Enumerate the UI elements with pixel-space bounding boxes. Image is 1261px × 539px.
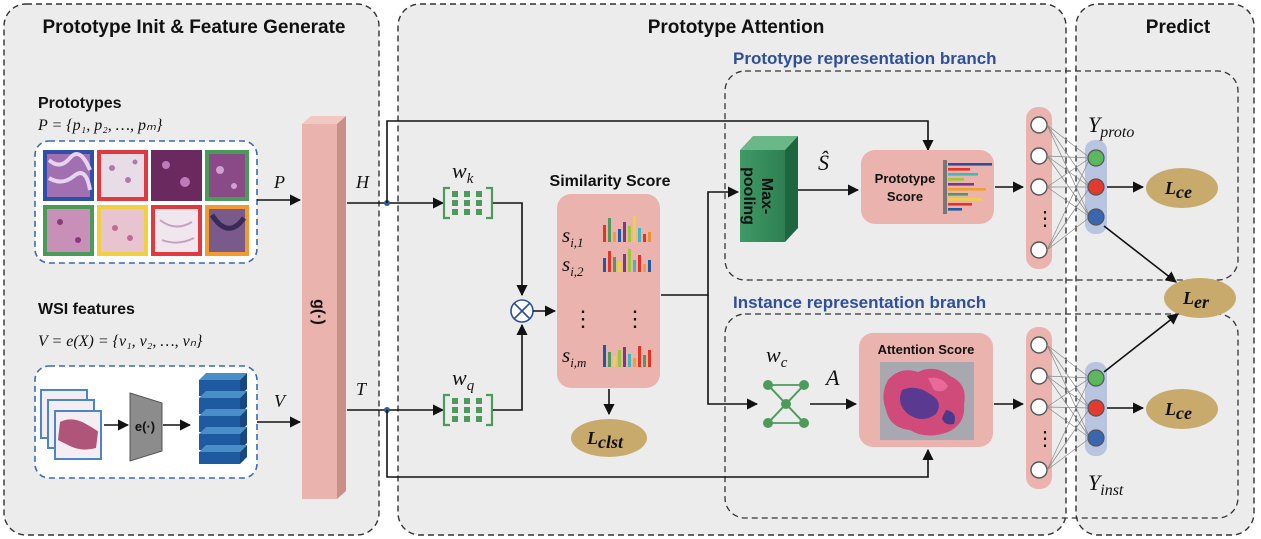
- inst-nodes-vdots: ⋮: [1035, 428, 1055, 450]
- mlp-icon: [763, 380, 809, 428]
- similarity-bars-2: [603, 249, 651, 272]
- wk-label: wk: [452, 158, 474, 187]
- s-hat-label: Ŝ: [818, 150, 829, 175]
- loss-ce-proto-label: Lce: [1164, 178, 1192, 202]
- loss-ce-inst: [1146, 389, 1218, 429]
- vdots-left: ⋮: [572, 306, 594, 331]
- maxpool-label: Max-pooling: [740, 167, 775, 225]
- label-t: T: [356, 379, 368, 399]
- s2-label: si,2: [562, 252, 584, 279]
- label-h: H: [355, 172, 370, 192]
- generator-label: g(·): [310, 299, 327, 325]
- inst-output-nodes: [1087, 369, 1105, 447]
- proto-nodes-vdots: ⋮: [1035, 208, 1055, 230]
- inst-nodes: [1030, 336, 1048, 479]
- prototypes-title: Prototypes: [38, 95, 122, 112]
- similarity-box: [557, 194, 660, 388]
- feature-stack-icon: [199, 373, 247, 464]
- panel-attention: [397, 3, 1067, 536]
- y-inst-label: Yinst: [1088, 470, 1124, 499]
- encoder-icon: e(·): [129, 392, 163, 462]
- weight-matrix-k-icon: [442, 186, 494, 220]
- similarity-bars-1: [603, 216, 651, 242]
- maxpool-cube: Max-pooling: [740, 136, 798, 242]
- wsi-title: WSI features: [38, 301, 135, 318]
- wsi-slides-icon: [40, 389, 102, 460]
- inst-connections: [1046, 344, 1091, 471]
- s1-label: si,1: [562, 223, 584, 250]
- loss-er: [1164, 278, 1236, 318]
- a-label: A: [824, 365, 840, 390]
- loss-er-label: Ler: [1182, 288, 1210, 312]
- panel-attention-title: Prototype Attention: [648, 17, 825, 38]
- branch-instance-label: Instance representation branch: [733, 293, 986, 312]
- proto-output-nodes: [1087, 149, 1105, 226]
- loss-clst: [571, 419, 647, 457]
- prototype-patches: [43, 150, 249, 256]
- similarity-bars-m: [603, 345, 651, 367]
- wq-label: wq: [452, 365, 475, 394]
- attention-score-title: Attention Score: [878, 342, 975, 357]
- prototype-score-box: [861, 150, 994, 224]
- branch-prototype-box: [724, 70, 1239, 281]
- arrow-label-p: P: [273, 172, 285, 192]
- vdots-right: ⋮: [624, 306, 646, 331]
- attention-heatmap-image: [880, 362, 974, 440]
- sm-label: si,m: [562, 343, 586, 370]
- proto-connections: [1046, 124, 1091, 251]
- branch-prototype-label: Prototype representation branch: [733, 49, 997, 68]
- wsi-formula: V = e(X) = {v₁, v₂, …, vₙ}: [38, 333, 203, 350]
- similarity-title: Similarity Score: [550, 173, 671, 190]
- branch-instance-box: [724, 313, 1239, 519]
- encoder-label: e(·): [135, 419, 155, 434]
- panel-predict-title: Predict: [1146, 17, 1211, 38]
- panel-init-title: Prototype Init & Feature Generate: [42, 17, 345, 38]
- prototype-score-bars: [943, 160, 992, 214]
- weight-matrix-q-icon: [442, 393, 494, 427]
- loss-clst-label: Lclst: [586, 428, 624, 452]
- y-proto-label: Yproto: [1088, 112, 1134, 141]
- generator-block: g(·): [302, 116, 346, 499]
- arrow-label-v: V: [274, 391, 287, 411]
- wc-label: wc: [766, 342, 788, 371]
- panel-predict: [1075, 3, 1255, 536]
- loss-ce-proto: [1146, 168, 1218, 208]
- otimes-icon: [510, 299, 534, 323]
- loss-ce-inst-label: Lce: [1164, 399, 1192, 423]
- prototypes-formula: P = {p₁, p₂, …, pₘ}: [37, 117, 163, 134]
